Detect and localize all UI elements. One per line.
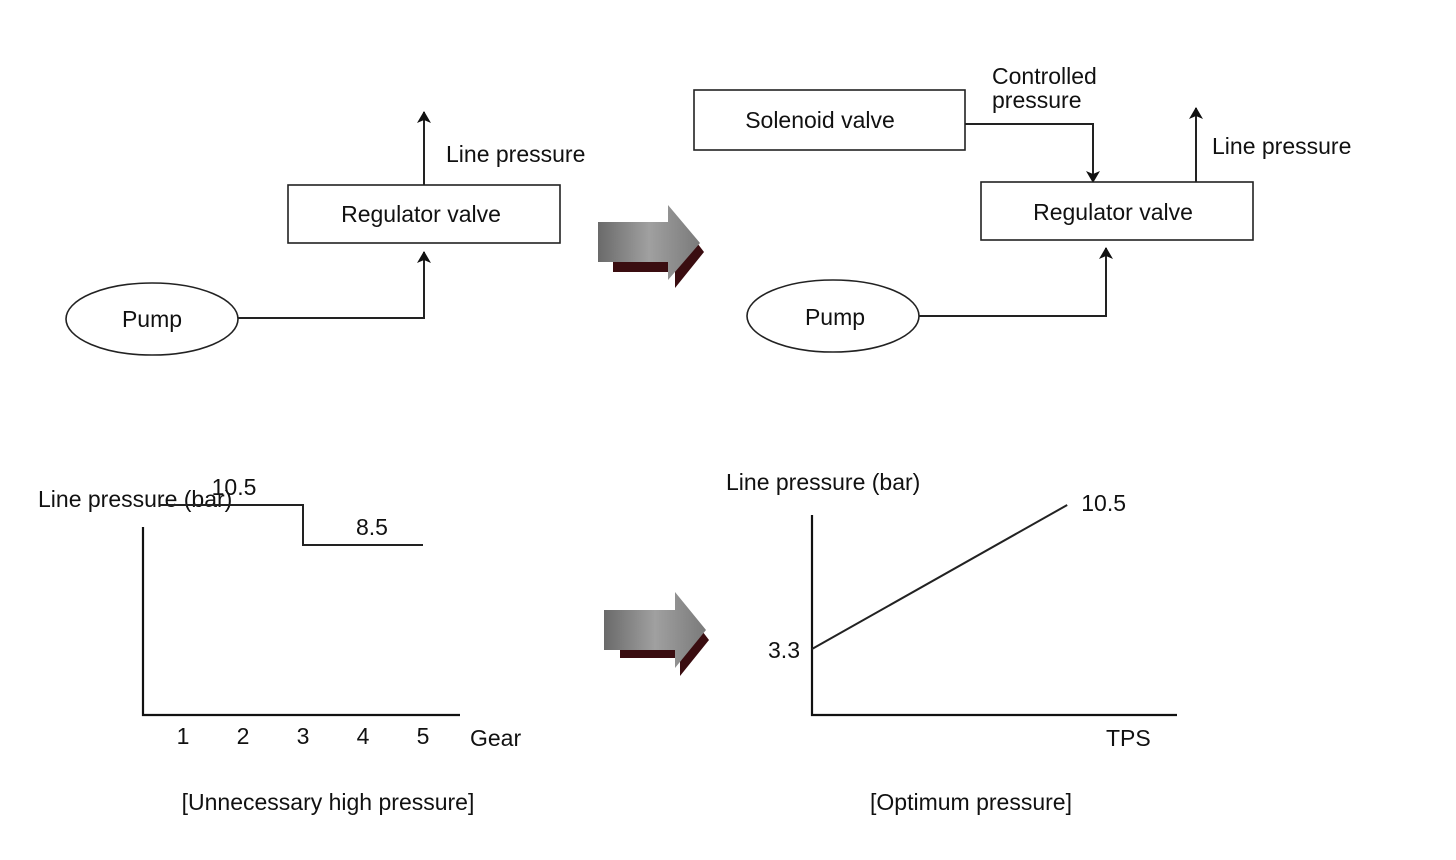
chart1-ylabel: Line pressure (bar) xyxy=(38,486,232,512)
transition-arrow-bottom xyxy=(604,592,709,676)
tps-pressure-chart: Line pressure (bar) 3.3 10.5 TPS [Optimum… xyxy=(726,469,1177,815)
right-diagram: Solenoid valve Controlled pressure Regul… xyxy=(693,63,1351,353)
transition-arrow-top xyxy=(598,205,704,288)
chart2-end-label: 10.5 xyxy=(1081,490,1126,516)
gear-pressure-chart: Line pressure (bar) 1 2 3 4 5 10.5 8.5 Gear [U… xyxy=(38,474,521,815)
controlled-pressure-arrow xyxy=(965,123,1100,183)
chart1-tick-label-1: 1 xyxy=(177,723,190,749)
transition-arrow-top-front xyxy=(598,205,700,280)
controlled-pressure-label-2: pressure xyxy=(992,87,1081,113)
chart2-axes xyxy=(810,515,1177,717)
left-diagram: Pump Regulator valve Line pressure xyxy=(65,111,585,356)
chart2-ylabel: Line pressure (bar) xyxy=(726,469,920,495)
left-line-pressure-label: Line pressure xyxy=(446,141,585,167)
right-regulator-box xyxy=(980,181,1254,241)
chart1-caption: [Unnecessary high pressure] xyxy=(182,789,475,815)
chart2-caption: [Optimum pressure] xyxy=(870,789,1072,815)
left-regulator-label: Regulator valve xyxy=(341,201,501,227)
chart1-data-label-0: 10.5 xyxy=(212,474,257,500)
left-pump-to-regulator-arrow xyxy=(238,251,431,319)
chart1-tick-label-4: 4 xyxy=(357,723,370,749)
chart1-tick-label-3: 3 xyxy=(297,723,310,749)
controlled-pressure-label-1: Controlled xyxy=(992,63,1097,89)
chart1-axes xyxy=(141,527,460,717)
chart2-series-line-0 xyxy=(811,504,1068,650)
transition-arrow-bottom-front xyxy=(604,592,706,668)
solenoid-valve-label: Solenoid valve xyxy=(745,107,895,133)
right-line-pressure-label: Line pressure xyxy=(1212,133,1351,159)
chart1-series-line-0 xyxy=(159,504,423,546)
chart1-tick-label-5: 5 xyxy=(417,723,430,749)
left-pump-label: Pump xyxy=(122,306,182,332)
right-pump-to-regulator-arrow xyxy=(919,247,1113,317)
solenoid-valve-box xyxy=(693,89,966,151)
left-regulator-box xyxy=(287,184,561,244)
chart1-tick-label-2: 2 xyxy=(237,723,250,749)
chart2-start-label: 3.3 xyxy=(768,637,800,663)
right-regulator-label: Regulator valve xyxy=(1033,199,1193,225)
right-pump-label: Pump xyxy=(805,304,865,330)
chart1-data-label-1: 8.5 xyxy=(356,514,388,540)
chart2-xlabel: TPS xyxy=(1106,725,1151,751)
chart1-xlabel: Gear xyxy=(470,725,521,751)
